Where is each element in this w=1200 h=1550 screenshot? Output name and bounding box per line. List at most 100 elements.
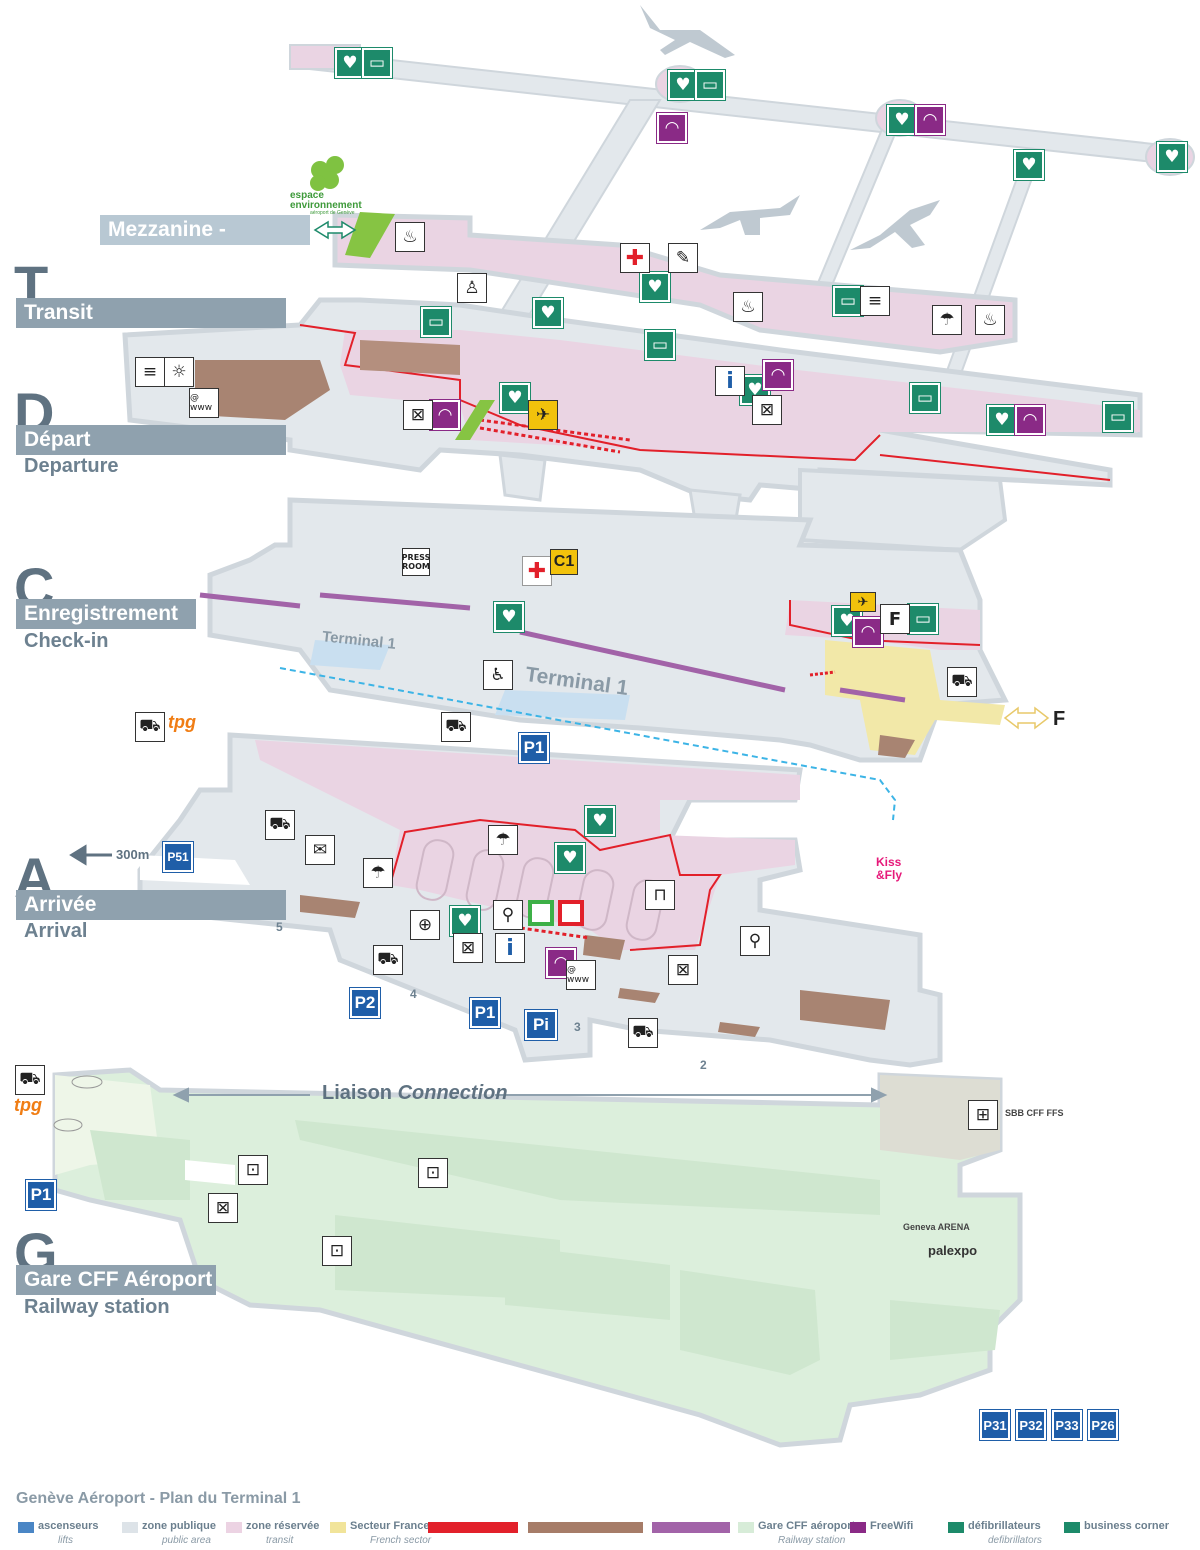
defibrillator-icon: ♥	[640, 272, 670, 302]
legend-sublabel: lifts	[58, 1535, 73, 1546]
sector-f-arrow	[1003, 706, 1050, 730]
internet-icon: @ www	[566, 960, 596, 990]
legend-swatch	[226, 1522, 242, 1533]
c1-badge: C1	[550, 549, 578, 575]
exchange-icon: ⊕	[410, 910, 440, 940]
mezzanine-floor	[332, 212, 1018, 355]
geneva-arena-logo: Geneva ARENA	[903, 1222, 970, 1232]
post-office-icon: ✉	[305, 835, 335, 865]
french-sector-plane-icon: ✈	[528, 400, 558, 430]
tpg-logo: tpg	[168, 712, 196, 732]
defibrillator-icon: ♥	[1157, 142, 1187, 172]
baggage-trolley-icon: ⊠	[752, 395, 782, 425]
car-rental-icon: ⛟	[947, 667, 977, 697]
shower-icon: ☂	[363, 858, 393, 888]
espace-label-3: aéroport de Genève	[310, 210, 355, 216]
smoking-icon: ≡	[135, 357, 165, 387]
car-rental-icon: ⛟	[265, 810, 295, 840]
disabled-access-icon: ♿	[483, 660, 513, 690]
terrace-icon: ☼	[164, 357, 194, 387]
legend-label: zone publique	[142, 1520, 216, 1532]
lounge-arrow	[313, 220, 357, 240]
legend-sublabel: transit	[266, 1535, 294, 1546]
legend-sublabel: defibrillators	[988, 1535, 1042, 1546]
defibrillator-icon: ♥	[887, 105, 917, 135]
defibrillator-icon: ♥	[585, 806, 615, 836]
prayer-room-icon: ♙	[457, 273, 487, 303]
wifi-icon: ◠	[430, 400, 460, 430]
parking-p1-icon: P1	[470, 998, 500, 1028]
wifi-icon: ◠	[763, 360, 793, 390]
footer-title: Genève Aéroport - Plan du Terminal 1	[16, 1490, 301, 1507]
defibrillator-icon: ♥	[1014, 150, 1044, 180]
legend-swatch	[1064, 1522, 1080, 1533]
press-room-icon: PRESS ROOM	[402, 548, 430, 576]
parking-p51-icon: P51	[163, 842, 193, 872]
parking-p26-icon: P26	[1088, 1410, 1118, 1440]
red-channel-icon	[558, 900, 584, 926]
defibrillator-icon: ♥	[533, 298, 563, 328]
wifi-icon: ◠	[1015, 405, 1045, 435]
train-icon: ⊞	[968, 1100, 998, 1130]
liaison-text: Liaison	[322, 1082, 393, 1104]
business-corner-icon: ▭	[421, 307, 451, 337]
espace-label-2: environnement	[290, 200, 362, 211]
sector-f-label: F	[1053, 708, 1066, 730]
legend-sublabel: public area	[162, 1535, 211, 1546]
parking-p2-icon: P2	[350, 988, 380, 1018]
information-icon: i	[495, 933, 525, 963]
defibrillator-icon: ♥	[494, 602, 524, 632]
legend-label: défibrillateurs	[968, 1520, 1041, 1532]
bus-icon: ⛟	[373, 945, 403, 975]
defibrillator-icon: ♥	[555, 843, 585, 873]
aircraft-silhouettes	[640, 5, 940, 250]
level-band-gare: Gare CFF Aéroport	[16, 1265, 216, 1295]
french-sector-plane-icon: ✈	[850, 592, 876, 612]
legend-swatch	[18, 1522, 34, 1533]
shopping-bag-icon: ⊓	[645, 880, 675, 910]
syringe-icon: ✎	[668, 243, 698, 273]
baggage-trolley-icon: ⊠	[208, 1193, 238, 1223]
level-sub-depart: Departure	[24, 455, 119, 477]
bus-icon: ⛟	[15, 1065, 45, 1095]
lounge-seat-icon: ♨	[975, 305, 1005, 335]
legend-sublabel: French sector	[370, 1535, 432, 1546]
wifi-icon: ◠	[657, 113, 687, 143]
level-band-arrival: Arrivée	[16, 890, 286, 920]
business-corner-icon: ▭	[695, 70, 725, 100]
shower-icon: ☂	[488, 825, 518, 855]
exit-number-2: 2	[700, 1058, 707, 1072]
kiss-fly-label-2: &Fly	[876, 868, 903, 882]
palexpo-logo: palexpo	[928, 1243, 978, 1258]
defibrillator-icon: ♥	[987, 405, 1017, 435]
legend-label: FreeWifi	[870, 1520, 914, 1532]
kiss-fly-label-1: Kiss	[876, 855, 902, 869]
legend-swatch	[122, 1522, 138, 1533]
level-band-depart: Départ	[16, 425, 286, 455]
legend-swatch	[850, 1522, 866, 1533]
defibrillator-icon: ♥	[668, 70, 698, 100]
level-band-transit: Transit	[16, 298, 286, 328]
legend-label: Secteur France	[350, 1520, 430, 1532]
business-corner-icon: ▭	[833, 286, 863, 316]
legend-swatch	[738, 1522, 754, 1533]
exit-number-4: 4	[410, 987, 417, 1001]
legend-swatch	[948, 1522, 964, 1533]
level-band-mezzanine: Mezzanine - Lounges	[100, 215, 310, 271]
legend-label: zone réservée	[246, 1520, 320, 1532]
parking-p33-icon: P33	[1052, 1410, 1082, 1440]
distance-arrow	[69, 844, 112, 866]
connection-arrow	[172, 1087, 888, 1103]
taxi-icon: ⛟	[441, 712, 471, 742]
first-aid-icon: ✚	[522, 556, 552, 586]
distance-label: 300m	[116, 847, 150, 862]
tpg-logo: tpg	[14, 1095, 42, 1115]
shower-icon: ☂	[932, 305, 962, 335]
business-corner-icon: ▭	[908, 604, 938, 634]
exit-number-3: 3	[574, 1020, 581, 1034]
legend-swatch	[330, 1522, 346, 1533]
lost-luggage-icon: ⚲	[493, 900, 523, 930]
luggage-locker-icon: ⊡	[238, 1155, 268, 1185]
exit-number-5: 5	[276, 920, 283, 934]
information-icon: i	[715, 366, 745, 396]
